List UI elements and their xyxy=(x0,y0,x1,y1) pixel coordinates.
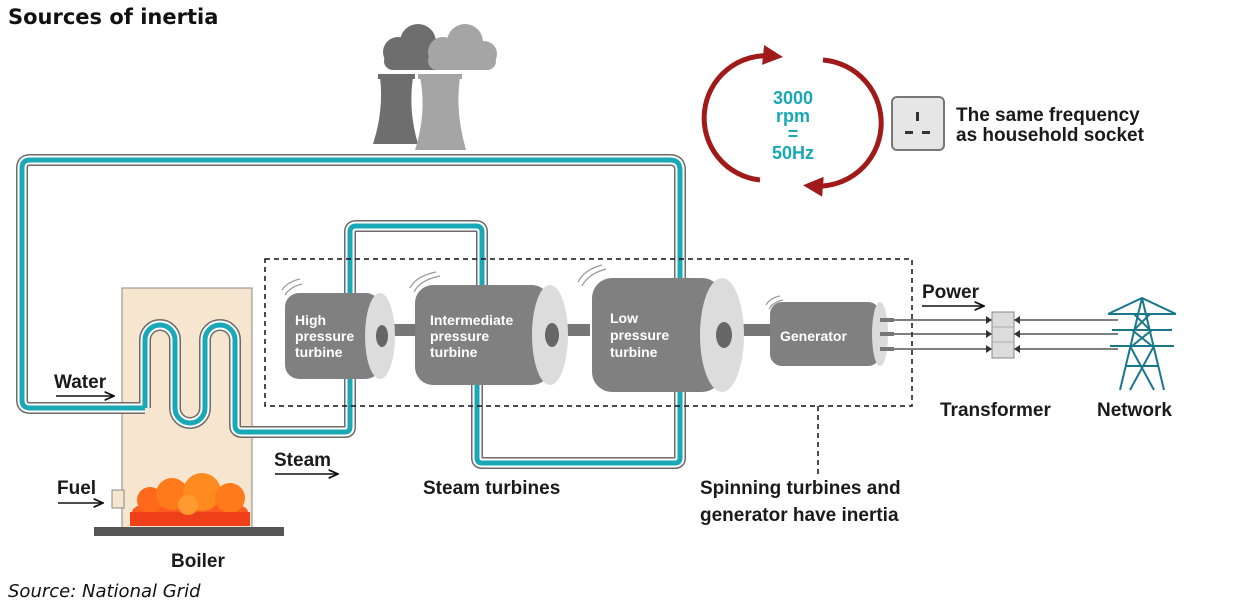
cooling-towers-icon xyxy=(373,24,497,150)
high-pressure-turbine: High pressure turbine xyxy=(281,278,395,379)
socket-icon xyxy=(891,96,945,151)
rpm-frequency: 50Hz xyxy=(772,143,814,163)
inertia-enclosure xyxy=(264,258,913,407)
spin-lines xyxy=(577,264,607,287)
flame-icon xyxy=(130,473,250,526)
rotation-arrow-icon xyxy=(701,45,884,197)
inertia-text-1: Spinning turbines and xyxy=(700,478,901,499)
intermediate-turbine-label-3: turbine xyxy=(430,344,478,360)
spin-lines xyxy=(409,271,441,293)
intermediate-turbine-label-1: Intermediate xyxy=(430,312,513,328)
rpm-equals: = xyxy=(788,124,799,144)
spin-lines xyxy=(765,295,784,310)
water-steam-pipes xyxy=(16,154,686,469)
spin-lines xyxy=(281,278,303,296)
pylon-icon xyxy=(1107,296,1177,391)
rpm-value: 3000 xyxy=(773,88,813,108)
fuel-label: Fuel xyxy=(57,478,96,499)
generator: Generator xyxy=(765,295,894,366)
transformer xyxy=(986,311,1020,359)
generator-label: Generator xyxy=(780,328,847,344)
diagram-title: Sources of inertia xyxy=(8,5,218,29)
high-turbine-label-3: turbine xyxy=(295,344,343,360)
socket-text-1: The same frequency xyxy=(956,105,1140,126)
low-turbine-label-2: pressure xyxy=(610,327,669,343)
rpm-unit: rpm xyxy=(776,106,810,126)
socket-text-2: as household socket xyxy=(956,125,1145,146)
intermediate-turbine-label-2: pressure xyxy=(430,328,489,344)
low-turbine-label-1: Low xyxy=(610,310,638,326)
power-label: Power xyxy=(922,282,980,303)
low-pressure-turbine: Low pressure turbine xyxy=(577,264,744,392)
high-turbine-label-1: High xyxy=(295,312,326,328)
inertia-text-2: generator have inertia xyxy=(700,505,899,526)
transformer-label: Transformer xyxy=(940,400,1051,421)
low-turbine-label-3: turbine xyxy=(610,344,658,360)
boiler-label: Boiler xyxy=(171,551,225,572)
steam-turbines-label: Steam turbines xyxy=(423,478,560,499)
high-turbine-label-2: pressure xyxy=(295,328,354,344)
source-note: Source: National Grid xyxy=(8,581,201,602)
network-label: Network xyxy=(1097,400,1172,421)
smoke-cloud-icon xyxy=(383,24,497,70)
intermediate-pressure-turbine: Intermediate pressure turbine xyxy=(409,271,568,385)
steam-label: Steam xyxy=(274,450,331,471)
water-label: Water xyxy=(54,372,107,393)
